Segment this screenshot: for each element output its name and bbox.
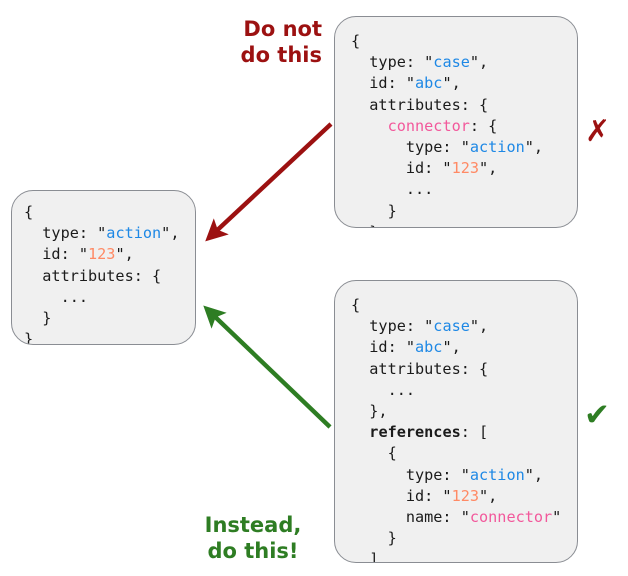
code-line: ... xyxy=(351,380,416,399)
code-line: { xyxy=(351,32,361,50)
code-line: references: [ xyxy=(369,423,489,442)
code-line: } xyxy=(351,201,397,220)
code-line: attributes: { xyxy=(351,95,489,114)
code-line: type: "case", xyxy=(351,53,489,72)
target-action-code-box: { type: "action", id: "123", attributes:… xyxy=(11,190,196,345)
code-line: }, xyxy=(351,401,388,420)
code-line: id: "123", xyxy=(351,486,498,505)
bad-example-code-box: { type: "case", id: "abc", attributes: {… xyxy=(334,16,578,228)
code-line: name: "connector" xyxy=(351,507,562,526)
code-line: ... xyxy=(24,287,89,306)
code-line: } xyxy=(351,222,543,227)
code-line: { xyxy=(351,444,397,463)
target-action-code: { type: "action", id: "123", attributes:… xyxy=(24,202,180,345)
code-line: type: "case", xyxy=(351,317,489,336)
code-line: id: "abc", xyxy=(351,74,461,93)
code-line: { xyxy=(351,296,361,314)
code-line: type: "action", xyxy=(351,465,544,484)
code-line: type: "action", xyxy=(351,137,544,156)
check-icon: ✔ xyxy=(584,397,610,433)
code-line: id: "123", xyxy=(24,245,134,264)
code-line: { xyxy=(24,203,34,221)
good-arrow xyxy=(203,305,332,429)
code-line: ] xyxy=(351,550,379,563)
good-example-code: { type: "case", id: "abc", attributes: {… xyxy=(351,295,562,563)
bad-arrow xyxy=(205,122,333,242)
cross-icon: ✗ xyxy=(585,114,611,149)
bad-example-code: { type: "case", id: "abc", attributes: {… xyxy=(351,31,544,227)
code-line: } xyxy=(351,529,397,548)
code-line: } xyxy=(24,308,52,327)
code-line: } xyxy=(24,330,34,345)
instead-do-this-label: Instead, do this! xyxy=(204,513,302,563)
code-line: attributes: { xyxy=(351,359,489,378)
do-not-do-this-label: Do not do this xyxy=(240,17,322,67)
code-line: connector: { xyxy=(387,116,498,135)
code-line: attributes: { xyxy=(24,266,162,285)
good-example-code-box: { type: "case", id: "abc", attributes: {… xyxy=(334,280,578,563)
code-line: id: "123", xyxy=(351,159,498,178)
code-line: ... xyxy=(351,180,434,199)
code-line: id: "abc", xyxy=(351,338,461,357)
code-line: type: "action", xyxy=(24,224,180,243)
